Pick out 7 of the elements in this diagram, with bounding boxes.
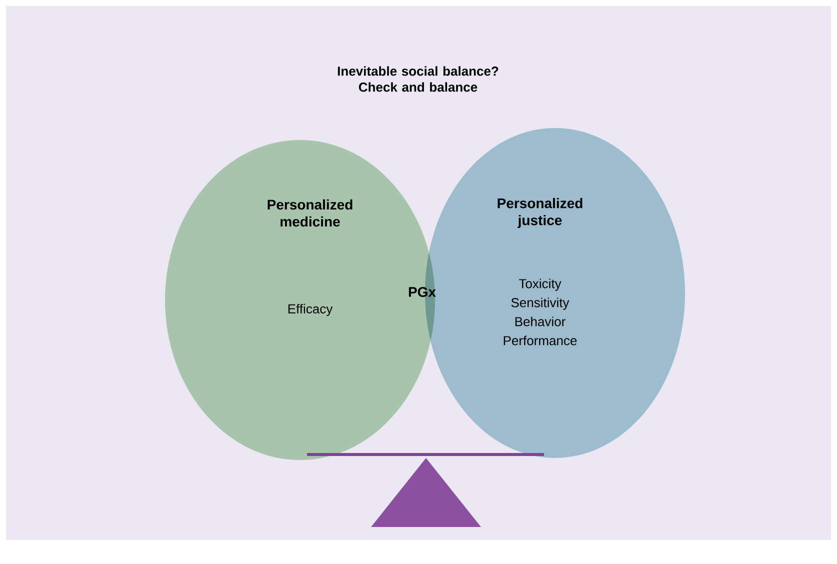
title: Inevitable social balance? Check and balance [338, 66, 498, 92]
overlap-label: PGx [408, 287, 436, 297]
overlap-region [408, 253, 436, 340]
circle-heading: Personalized medicine [268, 199, 352, 227]
circle-text: Toxicity Sensitivity Behavior Performance [504, 278, 577, 346]
circle-text: Efficacy [288, 304, 333, 316]
circle-heading: Personalized justice [498, 198, 582, 228]
